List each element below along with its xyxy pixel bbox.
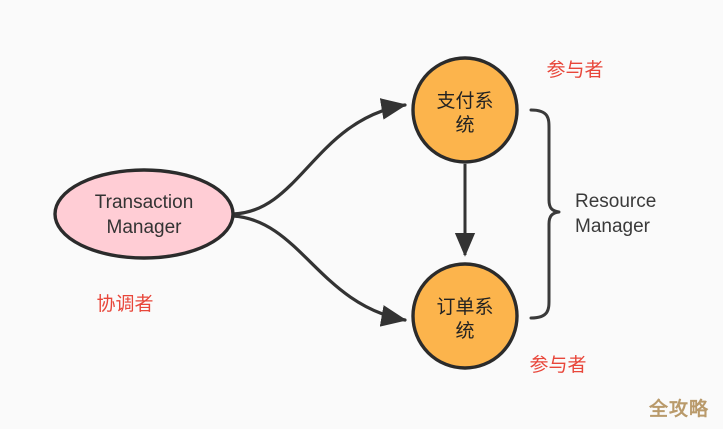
- node-transaction-manager[interactable]: Transaction Manager: [53, 168, 235, 260]
- annotation-participant-order: 参与者: [529, 354, 586, 376]
- node-payment-system[interactable]: 支付系 统: [411, 56, 519, 164]
- payment-system-label-line2: 统: [455, 114, 474, 136]
- resource-manager-label-line2: Manager: [575, 216, 651, 237]
- order-system-label-line2: 统: [455, 320, 474, 342]
- transaction-manager-shape[interactable]: [53, 168, 235, 260]
- payment-system-shape[interactable]: [411, 56, 519, 164]
- payment-system-label-line1: 支付系: [436, 90, 493, 112]
- annotation-participant-payment: 参与者: [546, 59, 603, 81]
- resource-manager-label-line1: Resource: [575, 191, 656, 212]
- order-system-label-line1: 订单系: [436, 296, 493, 318]
- annotation-coordinator: 协调者: [96, 293, 153, 315]
- watermark: 全攻略: [648, 398, 709, 420]
- edge-tm-to-order: [231, 214, 407, 327]
- resource-manager-brace: [529, 108, 561, 320]
- edge-tm-to-payment: [231, 98, 407, 216]
- node-order-system[interactable]: 订单系 统: [411, 262, 519, 370]
- transaction-manager-label-line2: Manager: [107, 217, 183, 238]
- order-system-shape[interactable]: [411, 262, 519, 370]
- transaction-manager-label-line1: Transaction: [95, 192, 194, 213]
